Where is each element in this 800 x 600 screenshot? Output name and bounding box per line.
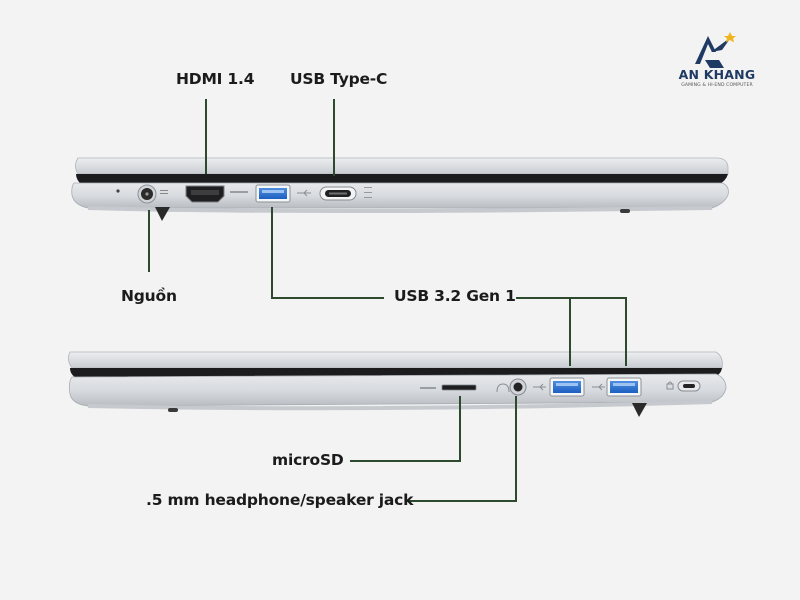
usb-c-port-icon	[319, 186, 357, 201]
dc-power-jack-icon	[137, 184, 157, 204]
audio-jack-callout-line	[406, 396, 517, 502]
callout-lines	[148, 99, 627, 502]
headphone-jack-icon	[509, 378, 527, 396]
brand-logo: AN KHANG GAMING & HI-END COMPUTER	[672, 30, 762, 94]
kensington-lock-icon	[677, 380, 701, 392]
rubber-foot	[620, 209, 630, 213]
lock-symbol-icon	[666, 381, 674, 390]
laptop-base	[71, 182, 729, 209]
usb-symbol-icon	[297, 189, 311, 197]
usb-c-marking	[364, 187, 372, 198]
power-led	[116, 189, 120, 193]
brand-name: AN KHANG	[678, 67, 756, 82]
brand-tagline: GAMING & HI-END COMPUTER	[681, 83, 753, 88]
hdmi-marking	[230, 191, 248, 193]
microsd-marking	[420, 387, 436, 389]
usb-3-2-label: USB 3.2 Gen 1	[394, 287, 516, 305]
usb-a-port-icon	[606, 377, 642, 397]
brand-mark-icon	[695, 32, 736, 68]
laptop-right-side	[68, 351, 727, 417]
hdmi-port-icon	[185, 185, 225, 203]
laptop-lid	[68, 351, 723, 369]
hdmi-label: HDMI 1.4	[176, 70, 255, 88]
usb-a-port-icon	[549, 377, 585, 397]
laptop-lid	[75, 157, 729, 175]
usb-left-callout-line	[271, 207, 384, 299]
laptop-left-side	[71, 157, 729, 221]
power-label: Nguồn	[121, 287, 177, 305]
headphone-symbol-icon	[496, 383, 510, 393]
rubber-foot	[632, 403, 647, 417]
microsd-callout-line	[350, 396, 461, 462]
rubber-foot	[155, 207, 170, 221]
rubber-foot	[168, 408, 178, 412]
usb-symbol-icon	[533, 383, 546, 391]
lid-seam	[76, 174, 728, 185]
microsd-slot-icon	[441, 384, 477, 391]
usb-symbol-icon	[592, 383, 605, 391]
usb-right-callout-line	[516, 297, 627, 366]
microsd-label: microSD	[272, 451, 344, 469]
usb-a-port-icon	[255, 184, 291, 203]
audio-jack-label: .5 mm headphone/speaker jack	[146, 491, 414, 509]
usb-c-label: USB Type-C	[290, 70, 388, 88]
